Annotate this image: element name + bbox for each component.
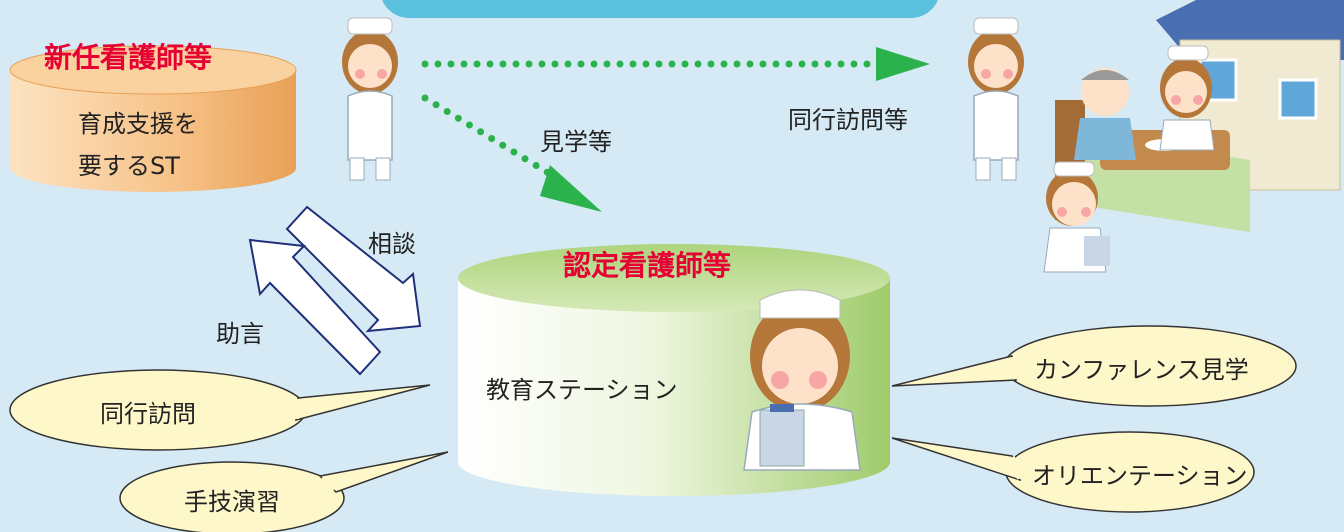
consult-label: 相談 — [368, 230, 416, 258]
new-nurse-cylinder — [9, 45, 297, 192]
new-nurse-body-line-2: 要するST — [78, 152, 180, 180]
nurse-standing-icon — [968, 17, 1024, 181]
consult-arrow — [285, 205, 422, 333]
bubble-orientation-text: オリエンテーション — [1032, 462, 1248, 490]
bubble-technique — [119, 451, 449, 532]
advice-arrow — [248, 238, 382, 376]
accompany-visit-arrow-label: 同行訪問等 — [788, 106, 908, 134]
arrow-accompany-visit — [421, 47, 930, 81]
home-care-scene-icon — [1043, 45, 1250, 273]
arrow-observe — [421, 94, 602, 212]
bubble-conference-text: カンファレンス見学 — [1034, 356, 1249, 384]
bubble-accompany-visit — [9, 369, 431, 451]
advice-label: 助言 — [216, 320, 264, 348]
new-nurse-body-line-1: 育成支援を — [78, 110, 198, 138]
top-banner — [382, 0, 938, 18]
new-nurse-title: 新任看護師等 — [44, 41, 213, 74]
bubble-orientation — [891, 431, 1255, 513]
observe-label: 見学等 — [540, 128, 612, 156]
certified-nurse-title: 認定看護師等 — [563, 249, 732, 282]
certified-nurse-icon — [743, 289, 861, 471]
education-station-label: 教育ステーション — [486, 376, 678, 404]
nurse-figure-icon — [342, 17, 398, 181]
bubble-technique-text: 手技演習 — [184, 488, 280, 516]
bubble-conference — [891, 325, 1297, 407]
house-icon — [1156, 0, 1344, 191]
bubble-accompany-visit-text: 同行訪問 — [100, 400, 196, 428]
